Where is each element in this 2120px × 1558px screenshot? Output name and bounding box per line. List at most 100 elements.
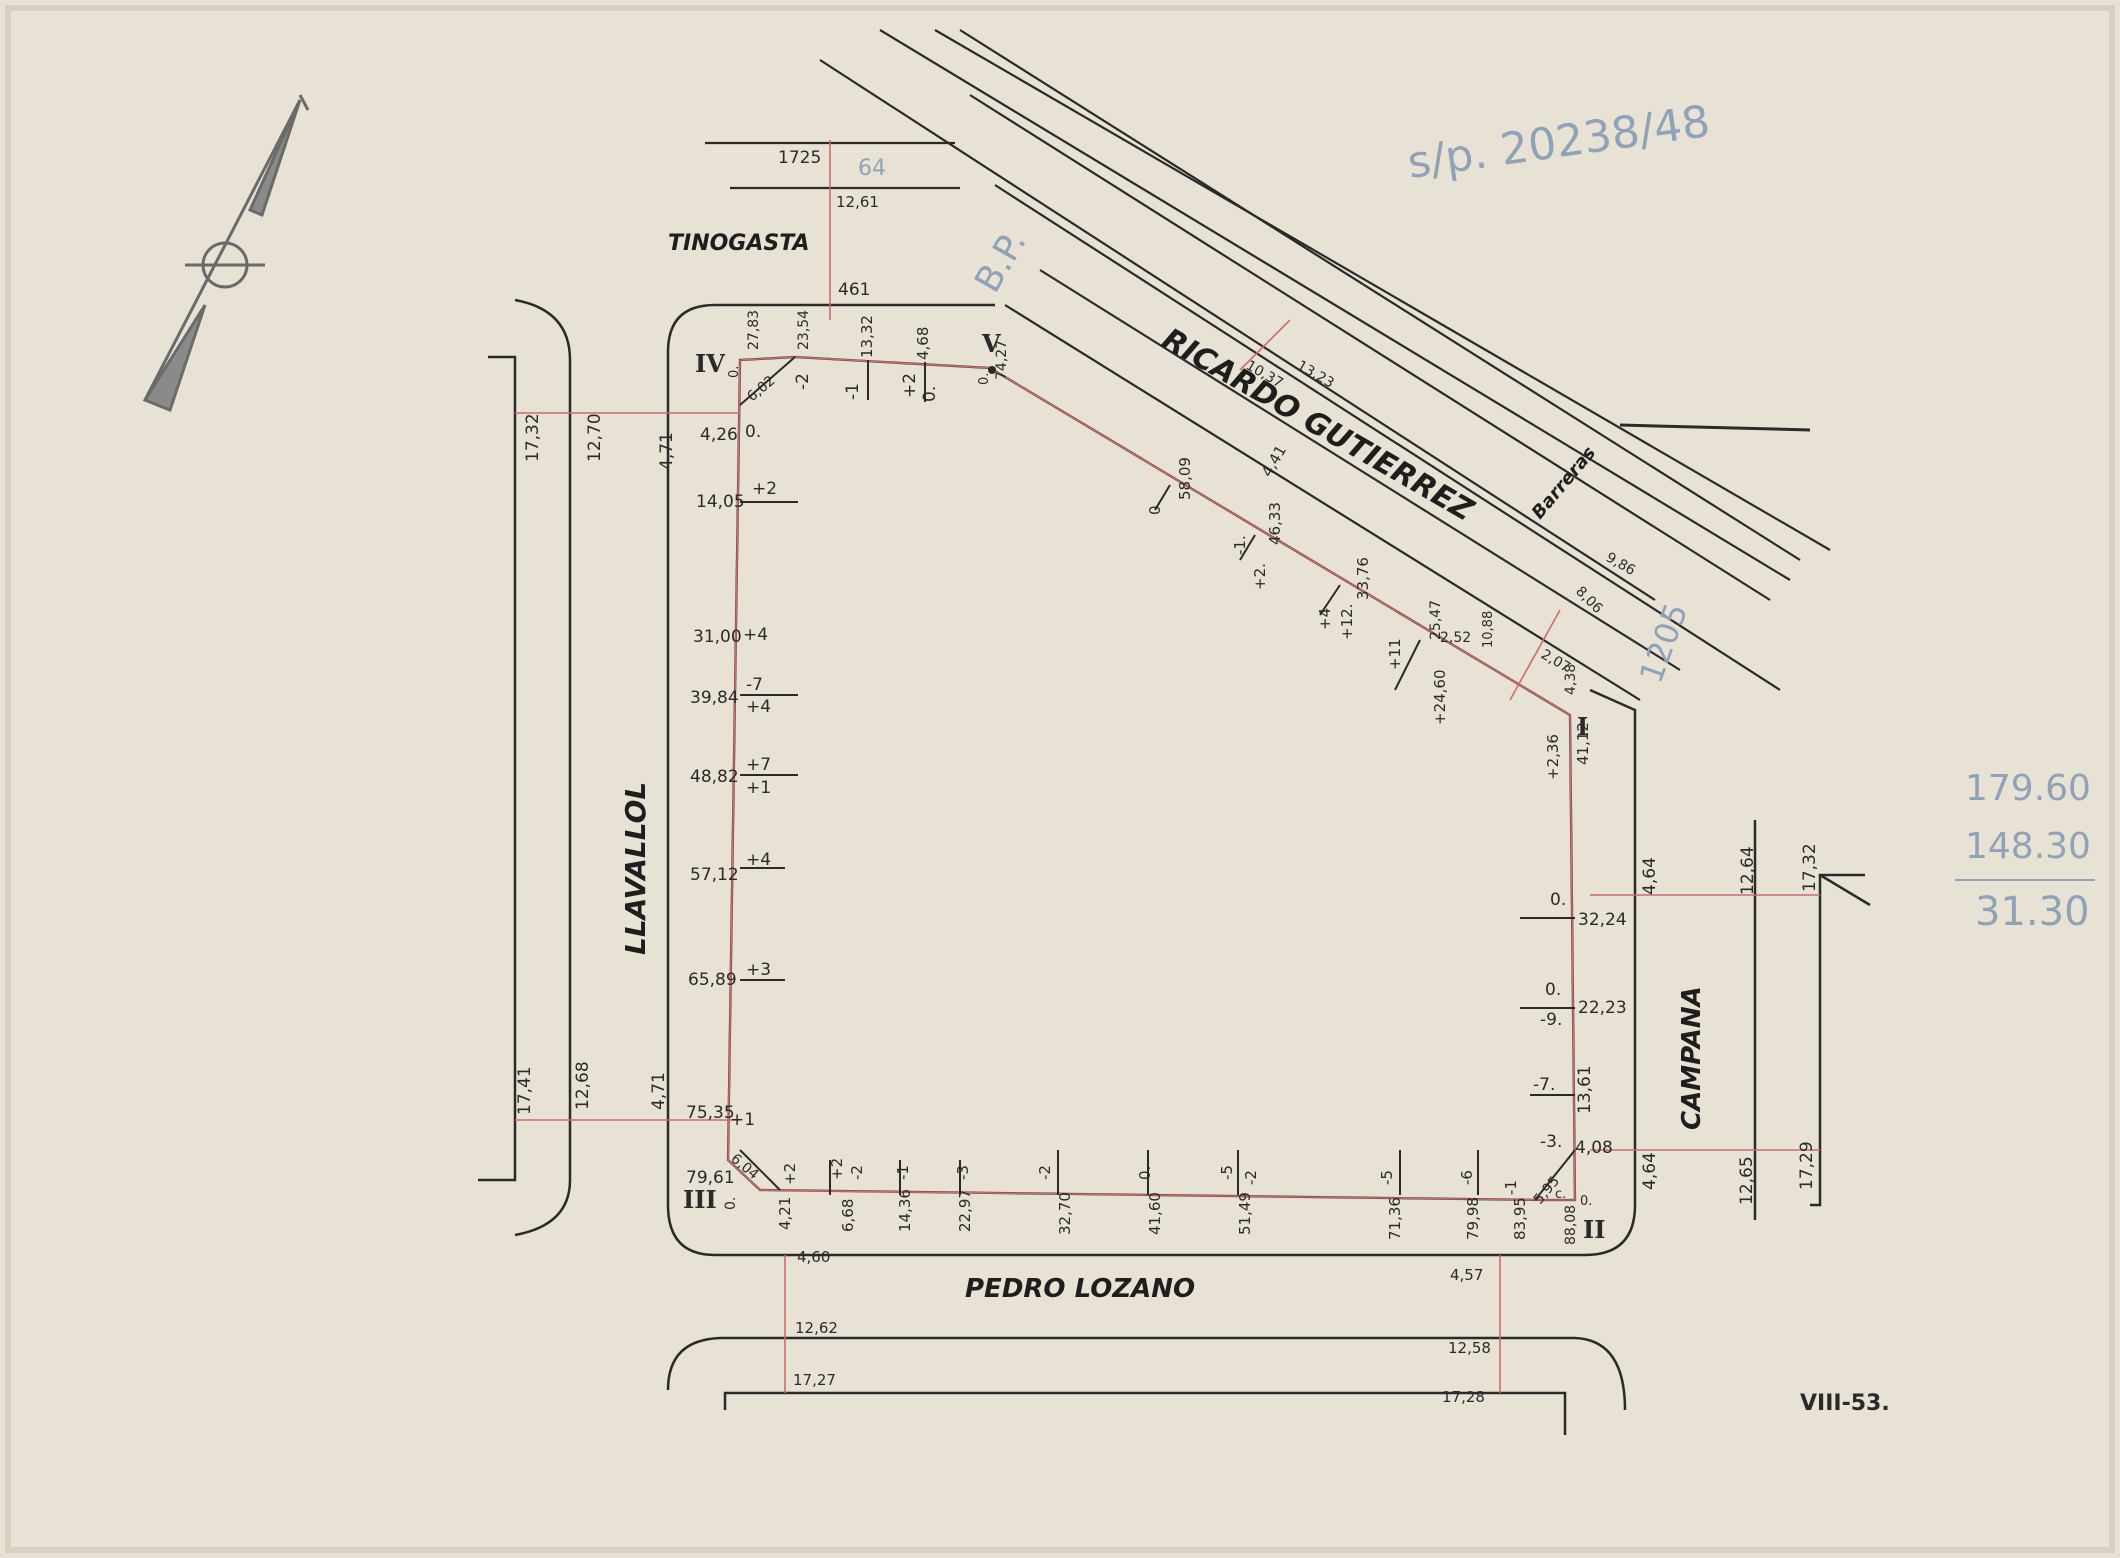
dim-label: 0.	[1136, 1166, 1154, 1180]
paper-edge	[5, 5, 2115, 1553]
dim-label: 32,24	[1578, 910, 1627, 930]
dim-label: -7	[746, 675, 763, 695]
north-arrow-icon	[142, 94, 310, 412]
dim-label: 4,68	[914, 327, 932, 360]
dim-label: 14,36	[896, 1189, 914, 1232]
dim-label: 4,71	[649, 1072, 669, 1110]
railway-lines	[819, 29, 1831, 691]
dim-label: -5	[1378, 1170, 1396, 1185]
dim-label: 4,21	[776, 1197, 794, 1230]
dim-label: 65,89	[688, 970, 737, 990]
dim-label: 13,32	[858, 315, 876, 358]
sheet-code: VIII-53.	[1800, 1391, 1890, 1416]
corner-chamfer-iii	[739, 1149, 781, 1191]
dim-label: 4,71	[657, 432, 677, 470]
dim-label: 31,00	[693, 627, 742, 647]
dim-label: 79,61	[686, 1168, 735, 1188]
dim-label: 22,23	[1578, 998, 1627, 1018]
dim-label: 12,64	[1738, 846, 1758, 895]
dim-label: 74,27	[994, 340, 1010, 380]
dim-label: +1	[746, 778, 771, 798]
dim-label: 17,32	[1800, 843, 1820, 892]
vertex-v-marker	[988, 366, 996, 374]
dim-label: 41,60	[1146, 1192, 1164, 1235]
pedro-lozano-street	[666, 1336, 1627, 1435]
dim-label: -1	[894, 1165, 912, 1180]
dim-label: 4,64	[1640, 857, 1660, 895]
dim-label: 0.	[745, 422, 761, 442]
measurement-labels: 1725 64 12,61 461 27,83 23,54 13,32 4,68…	[515, 148, 1820, 1406]
dim-label: +1	[730, 1110, 755, 1130]
dim-label: 12,65	[1737, 1156, 1757, 1205]
dim-label: 17,28	[1442, 1388, 1485, 1406]
dim-label: 75,35	[686, 1103, 735, 1123]
dim-label: +2	[828, 1158, 846, 1180]
dim-label: +4	[743, 625, 768, 645]
dim-label: 12,68	[573, 1061, 593, 1110]
dim-label: 17,29	[1797, 1141, 1817, 1190]
dim-label: 0.	[1580, 1194, 1592, 1209]
corner-chamfer-iv	[739, 356, 796, 406]
dim-label: -3.	[1540, 1132, 1562, 1152]
campana-street	[1753, 820, 1871, 1220]
street-llavallol: LLAVALLOL	[619, 782, 652, 955]
dim-label: 57,12	[690, 865, 739, 885]
dim-label: +11	[1386, 638, 1404, 670]
dim-label: 0.	[920, 386, 940, 402]
dim-label: 12,70	[585, 413, 605, 462]
vertex-iv: IV	[695, 349, 725, 378]
dim-label: 0.	[977, 373, 992, 385]
ricardo-gutierrez-curbs	[1004, 269, 1681, 701]
dim-label: +12.	[1338, 604, 1356, 640]
dim-label: +7	[746, 755, 771, 775]
dim-label: -1	[1502, 1180, 1520, 1195]
pencil-calc-line2: 148.30	[1965, 826, 2091, 867]
dim-label: 23,54	[796, 310, 812, 350]
dim-label: 32,70	[1056, 1192, 1074, 1235]
dim-label: +2,36	[1544, 734, 1562, 780]
dim-label: 461	[838, 280, 870, 300]
dim-label: 12,62	[795, 1319, 838, 1337]
offset-ticks	[740, 360, 1575, 1195]
dim-label: -2	[793, 373, 813, 390]
dim-label: +2	[900, 373, 920, 398]
street-pedro-lozano: PEDRO LOZANO	[965, 1274, 1195, 1304]
dim-label: 41,12	[1574, 722, 1592, 765]
dim-label: 12,61	[836, 193, 879, 211]
dim-label: 71,36	[1386, 1197, 1404, 1240]
dim-label: 0.	[1545, 980, 1561, 1000]
dim-label: +2.	[1251, 563, 1269, 590]
dim-label: 17,32	[523, 413, 543, 462]
dim-label: 83,95	[1511, 1197, 1529, 1240]
dim-label: -5	[1218, 1165, 1236, 1180]
dim-label: 2,52	[1440, 630, 1471, 646]
pencil-calc-line1: 179.60	[1965, 768, 2091, 809]
dim-label: +4	[1316, 608, 1334, 630]
red-tie-lines	[515, 140, 1820, 1393]
dim-label: 17,27	[793, 1371, 836, 1389]
dim-label: +4	[746, 697, 771, 717]
dim-label: 14,05	[696, 492, 745, 512]
parcel-red-traverse	[727, 356, 1576, 1201]
dim-label: 4,38	[1563, 664, 1579, 695]
dim-label: c.	[1555, 1187, 1566, 1202]
dim-label: 4,57	[1450, 1266, 1483, 1284]
dim-label: 0.	[723, 1197, 739, 1210]
dim-label: 48,82	[690, 767, 739, 787]
dim-label: 22,97	[956, 1189, 974, 1232]
dim-label: -7.	[1533, 1075, 1555, 1095]
dim-label: 4,08	[1575, 1138, 1613, 1158]
dim-label: -1.	[1231, 535, 1249, 555]
dim-label: -2	[848, 1165, 866, 1180]
pencil-calc-line3: 31.30	[1975, 889, 2090, 935]
corner-chamfer-ii	[1534, 1149, 1576, 1201]
block-outer-curb	[666, 303, 1637, 1257]
dim-label: 0.	[727, 366, 742, 378]
dim-label: 79,98	[1464, 1197, 1482, 1240]
dim-label: +4	[746, 850, 771, 870]
dim-label: 0.	[1146, 501, 1164, 515]
dim-label: 6,68	[839, 1199, 857, 1232]
vertex-ii: II	[1583, 1215, 1605, 1244]
street-campana: CAMPANA	[1677, 986, 1707, 1130]
dim-label: 46,33	[1266, 502, 1284, 545]
